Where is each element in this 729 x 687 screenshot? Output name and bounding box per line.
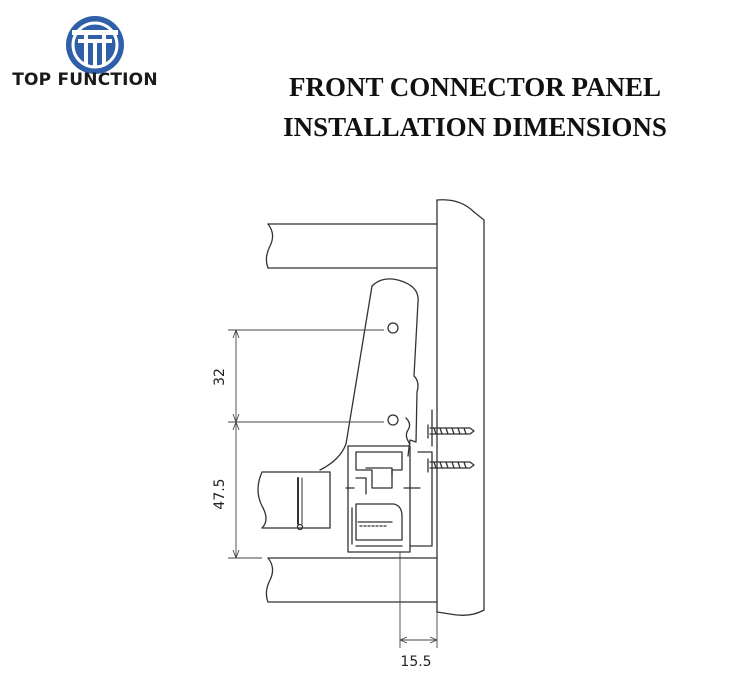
connector-mechanism: [345, 445, 433, 553]
page-title-line2: INSTALLATION DIMENSIONS: [283, 112, 667, 142]
logo: [30, 14, 190, 104]
dimension-47-5: [228, 421, 262, 559]
drawer-side: [257, 471, 331, 531]
brand-name: TOP FUNCTION: [12, 70, 158, 90]
dimension-15-5: [399, 552, 438, 648]
dimension-label-15-5: 15.5: [400, 654, 431, 670]
dimension-32: [228, 329, 384, 423]
screw-lower: [427, 458, 475, 473]
dimension-label-32: 32: [212, 368, 228, 386]
top-board: [265, 223, 438, 269]
page-title-line1: FRONT CONNECTOR PANEL: [288, 72, 662, 102]
dimension-label-47-5: 47.5: [212, 478, 228, 509]
front-panel: [436, 199, 485, 616]
bottom-board: [265, 557, 438, 603]
connector-plate: [319, 278, 419, 471]
screw-upper: [427, 409, 475, 447]
tf-circle-logo-icon: [66, 16, 124, 74]
